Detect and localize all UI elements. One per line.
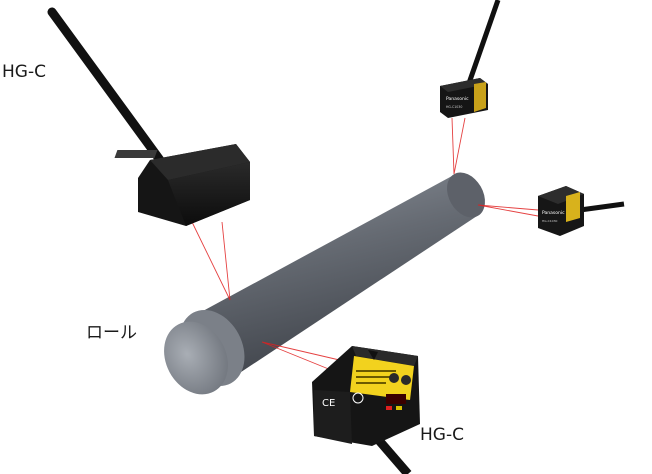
model-text-right: HG-C1030 xyxy=(542,219,557,223)
brand-text-top-right: Panasonic xyxy=(446,96,469,102)
roll-label: ロール xyxy=(86,323,137,343)
sensor-label-top-left: HG-C xyxy=(2,62,46,82)
brand-text-right: Panasonic xyxy=(542,210,565,216)
model-text-top-right: HG-C1030 xyxy=(446,105,462,109)
sensor-display xyxy=(386,394,406,404)
roll xyxy=(164,172,485,395)
sensor-top-left xyxy=(114,144,250,226)
ce-mark: CE xyxy=(322,398,335,409)
cable-top-right xyxy=(465,0,501,87)
cable-top-left xyxy=(47,7,165,165)
sensor-label-bottom: HG-C xyxy=(420,425,464,445)
sensor-top-right: Panasonic HG-C1030 xyxy=(440,78,488,118)
laser-beams xyxy=(191,117,539,373)
sensor-right: Panasonic HG-C1030 xyxy=(538,186,584,236)
cable-right xyxy=(579,201,625,213)
roll-end-face xyxy=(164,321,228,395)
sensor-bottom: CE xyxy=(312,346,420,446)
